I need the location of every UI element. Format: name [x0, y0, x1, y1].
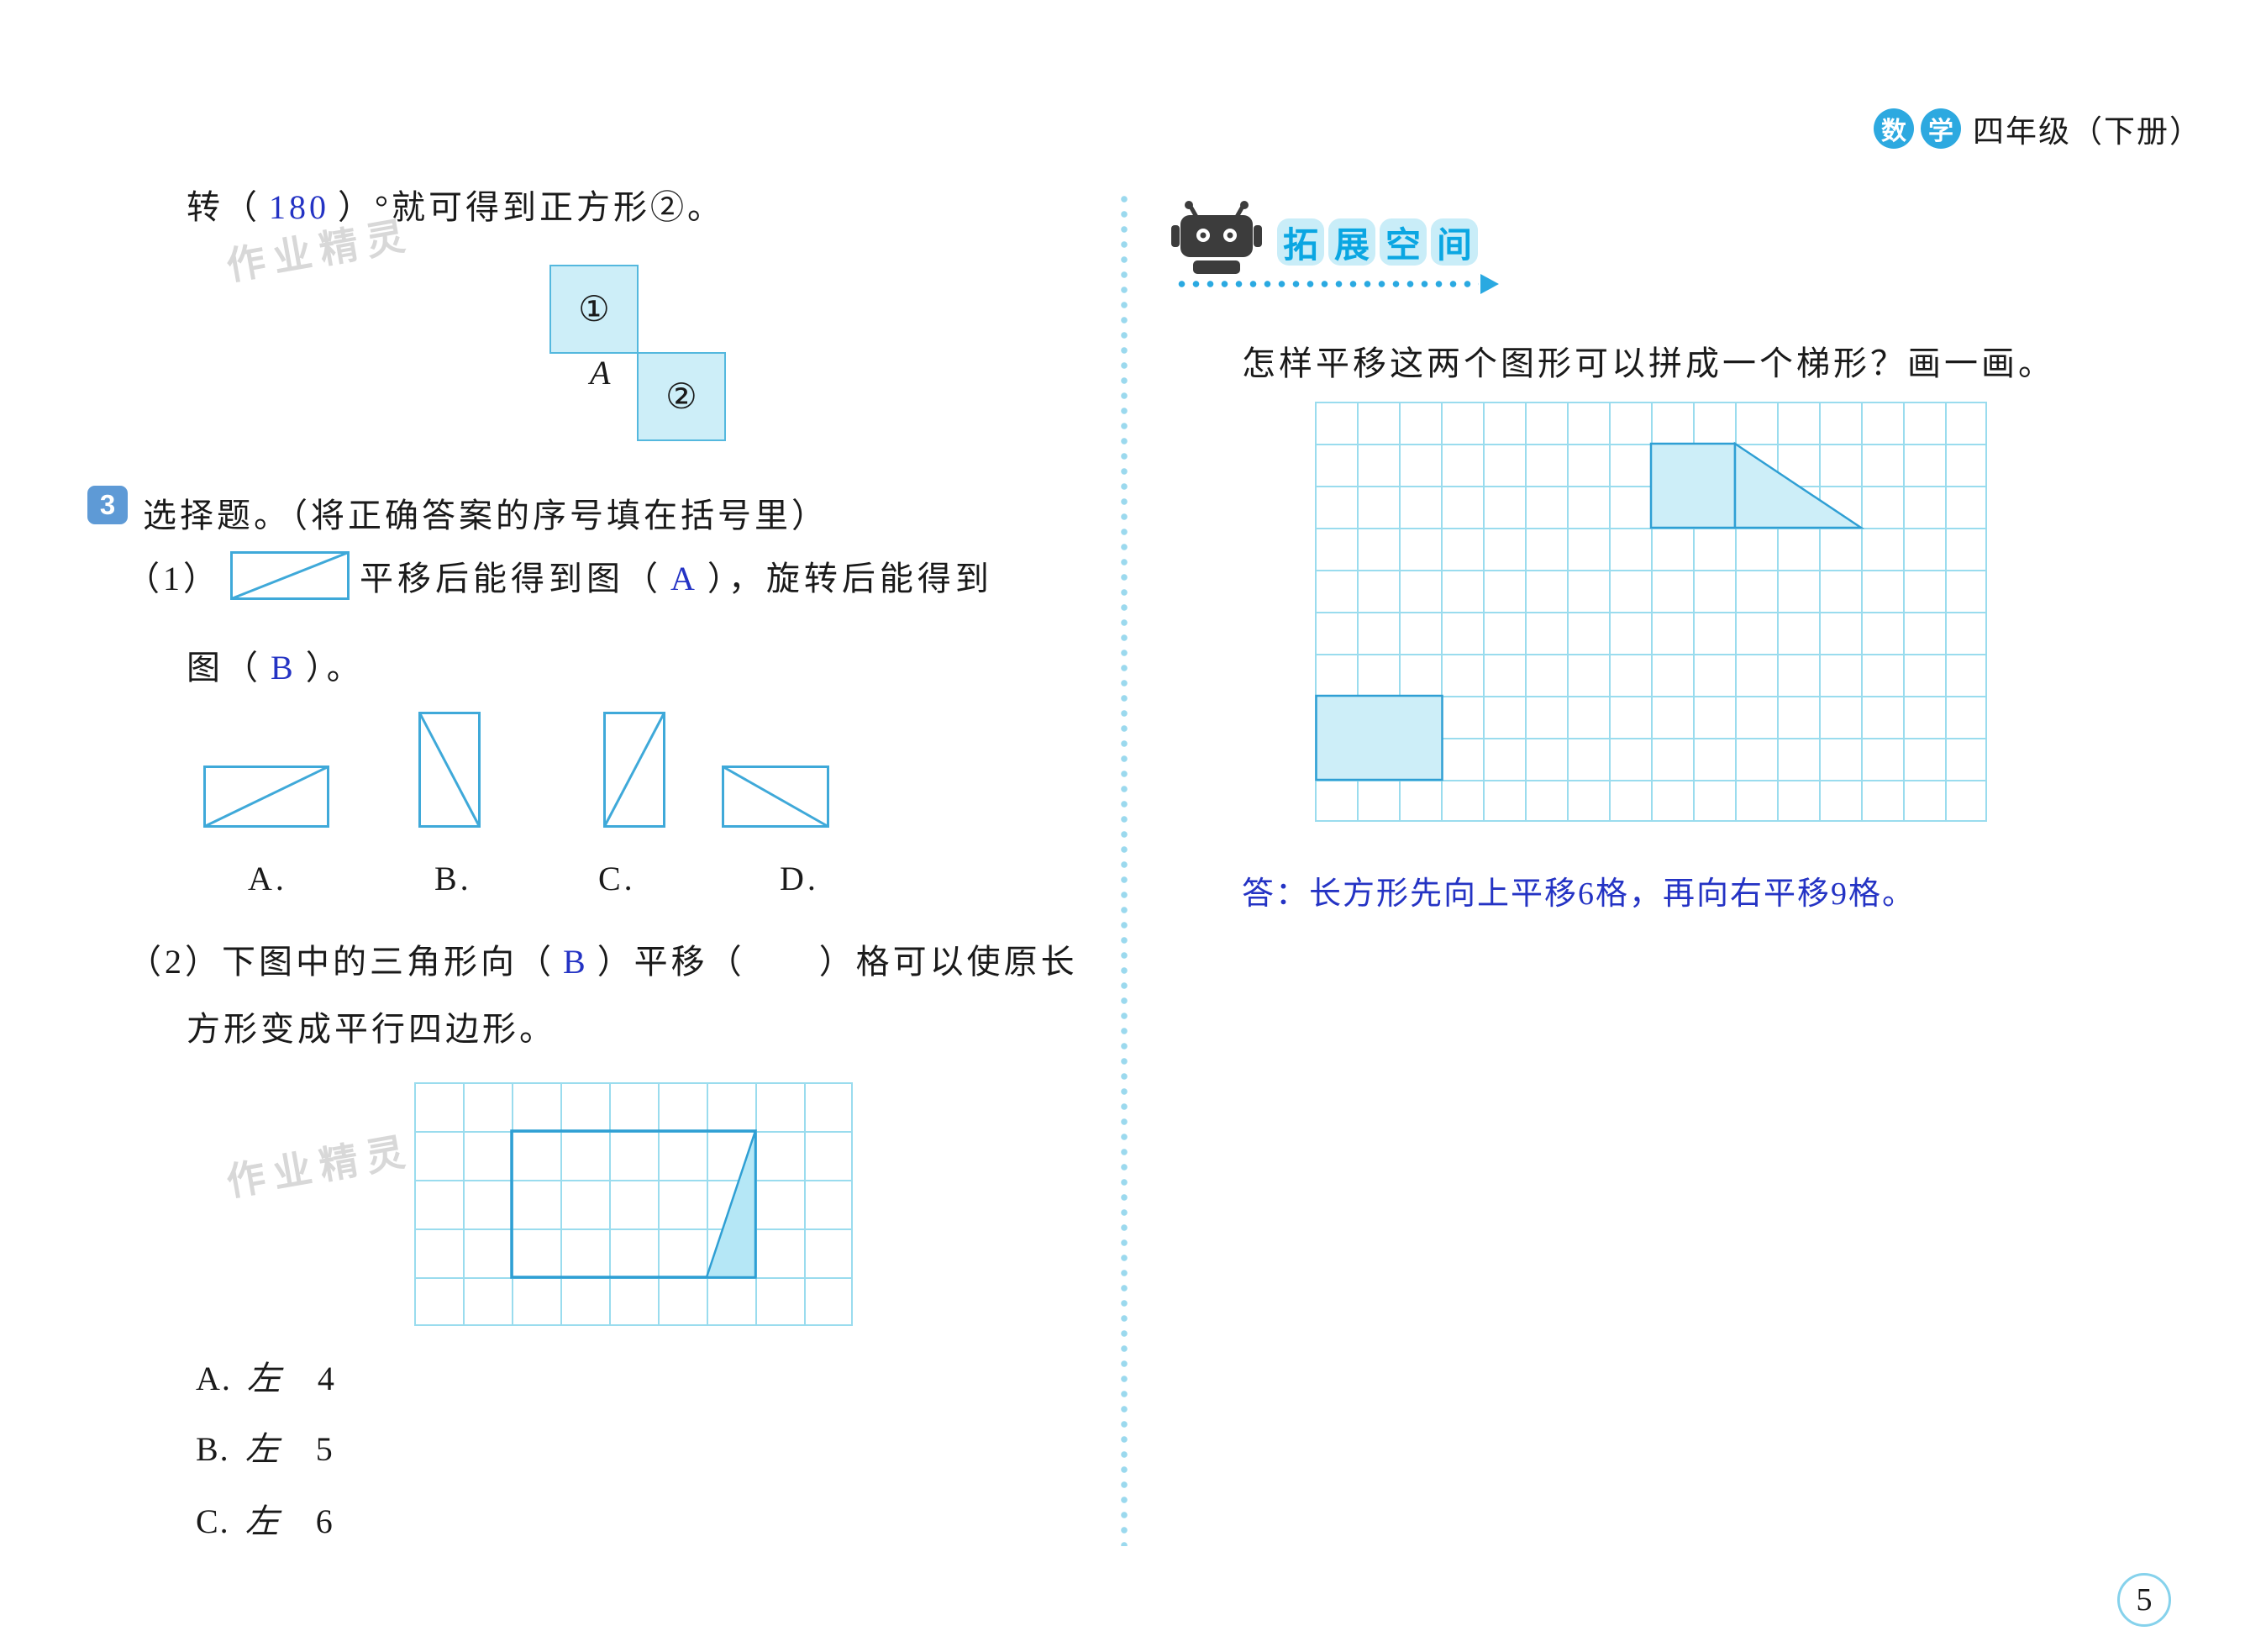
- section-title: 拓 展 空 间: [1277, 218, 1482, 266]
- bottom-rectangle-shape: [1315, 694, 1443, 781]
- grid-small: [414, 1082, 853, 1326]
- intro-answer: 180: [269, 188, 329, 226]
- option-shape-a: [203, 765, 329, 828]
- option-shape-b: [418, 712, 481, 828]
- grid-large-shapes: [1315, 441, 1865, 781]
- subject-badge-shu: 数: [1874, 108, 1914, 149]
- page-number: 5: [2117, 1573, 2171, 1627]
- q3-part1-line1: （1） 平移后能得到图（A），旋转后能得到: [126, 551, 993, 600]
- question-3-badge: 3: [87, 486, 128, 524]
- grade-label: 四年级（下册）: [1973, 115, 2202, 150]
- point-a-label: A: [590, 354, 611, 392]
- option-shape-c: [603, 712, 665, 828]
- intro-suffix: ）°就可得到正方形②。: [338, 188, 724, 226]
- square-1-label: ①: [578, 291, 610, 329]
- option-label-c: C.: [598, 860, 636, 897]
- question-3-title: 选择题。（将正确答案的序号填在括号里）: [143, 497, 828, 534]
- option-shape-d: [722, 765, 829, 828]
- watermark-2: 作业精灵: [223, 1129, 417, 1205]
- subject-badge-xue: 学: [1921, 108, 1961, 149]
- robot-icon: [1171, 201, 1262, 274]
- part1-answer-1: A: [670, 560, 699, 597]
- top-triangle-shape: [1733, 441, 1865, 529]
- top-square-shape: [1649, 442, 1737, 529]
- extension-question: 怎样平移这两个图形可以拼成一个梯形？画一画。: [1242, 345, 2055, 382]
- option-label-d: D.: [780, 860, 819, 897]
- q3-part1-line2: 图（B）。: [187, 649, 365, 687]
- part1-text: 平移后能得到图（A），旋转后能得到: [360, 560, 993, 597]
- prompt-shape-rect-diagonal: [230, 551, 350, 600]
- part1-answer-2: B: [271, 649, 297, 687]
- q3-part2-line2: 方形变成平行四边形。: [187, 1010, 556, 1048]
- part2-blank: [745, 943, 819, 981]
- grid-small-shapes: [510, 1129, 757, 1279]
- square-2-label: ②: [665, 378, 697, 417]
- column-divider: [1119, 192, 1129, 1546]
- section-title-char: 空: [1380, 218, 1427, 266]
- option-label-b: B.: [434, 860, 472, 897]
- part2-answer: B: [563, 943, 589, 981]
- q3-part2-line1: （2）下图中的三角形向（B）平移（ ）格可以使原长: [128, 943, 1078, 981]
- section-title-char: 拓: [1277, 218, 1324, 266]
- part1-label: （1）: [126, 560, 220, 597]
- intro-prefix: 转（: [187, 188, 260, 226]
- section-title-char: 间: [1431, 218, 1478, 266]
- intro-line: 转（180）°就可得到正方形②。: [187, 180, 724, 229]
- header: 数 学 四年级（下册）: [1874, 106, 2202, 151]
- section-title-char: 展: [1328, 218, 1375, 266]
- option-label-a: A.: [248, 860, 287, 897]
- square-1: ①: [549, 265, 639, 354]
- triangle-shape: [705, 1130, 757, 1279]
- square-2: ②: [637, 352, 726, 441]
- dotted-trail: [1175, 279, 1479, 289]
- trail-arrow-icon: [1480, 274, 1499, 294]
- extension-answer: 答：长方形先向上平移6格，再向右平移9格。: [1242, 876, 1916, 912]
